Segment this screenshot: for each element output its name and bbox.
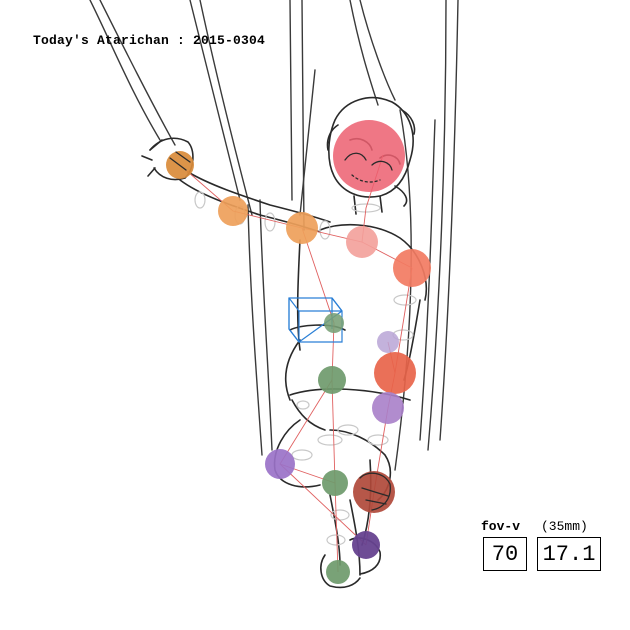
- joint-knee-center[interactable]: [322, 470, 348, 496]
- joint-right-hip[interactable]: [374, 352, 416, 394]
- joint-hip-center[interactable]: [318, 366, 346, 394]
- joint-right-shoulder[interactable]: [393, 249, 431, 287]
- joint-right-thigh[interactable]: [372, 392, 404, 424]
- lens-label: (35mm): [541, 519, 588, 534]
- joint-left-shoulder[interactable]: [286, 212, 318, 244]
- fov-label: fov-v: [481, 519, 521, 534]
- joint-left-knee[interactable]: [265, 449, 295, 479]
- joint-ankle[interactable]: [352, 531, 380, 559]
- joint-layer: [166, 120, 431, 584]
- joint-right-chest[interactable]: [377, 331, 399, 353]
- camera-cube-icon[interactable]: [288, 297, 343, 343]
- sketch-lines: [89, 0, 459, 471]
- joint-neck[interactable]: [346, 226, 378, 258]
- focal-length-input[interactable]: 17.1: [537, 537, 601, 571]
- joint-foot[interactable]: [326, 560, 350, 584]
- joint-left-elbow[interactable]: [218, 196, 248, 226]
- joint-torso-upper[interactable]: [324, 313, 344, 333]
- sketch-overlay: [169, 151, 393, 511]
- joint-head[interactable]: [333, 120, 405, 192]
- page-title: Today's Atarichan : 2015-0304: [33, 33, 266, 48]
- fov-input[interactable]: 70: [483, 537, 527, 571]
